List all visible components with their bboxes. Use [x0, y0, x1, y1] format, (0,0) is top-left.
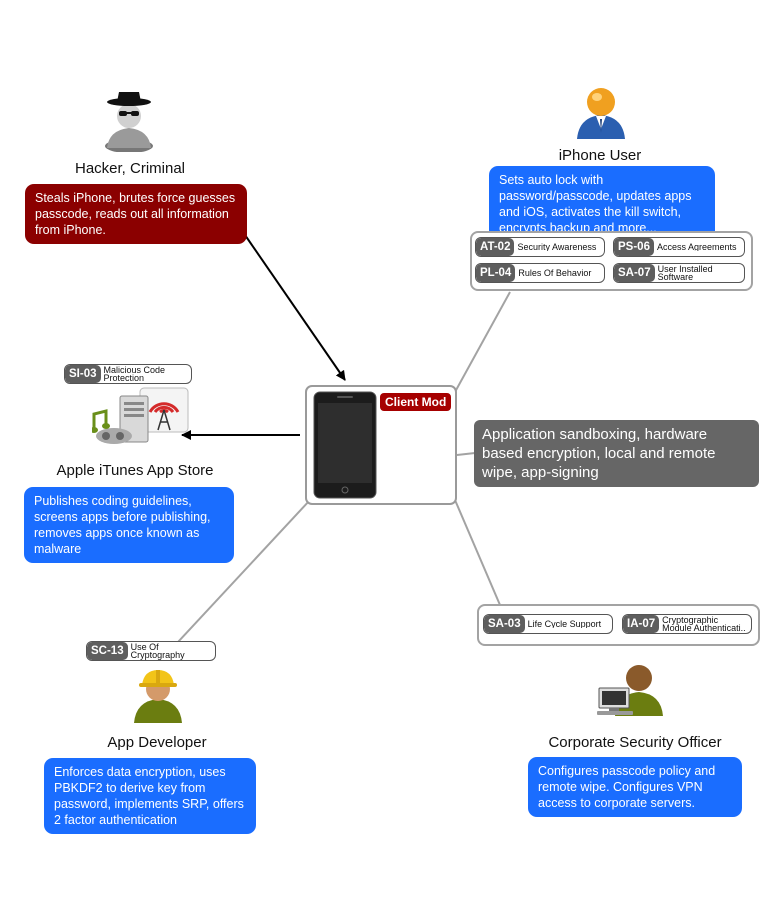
control-name: Rules Of Behavior: [518, 268, 592, 278]
control-name: Access Agreements: [656, 242, 737, 252]
control-code: PL-04: [476, 264, 516, 282]
description-link: [456, 452, 476, 456]
hacker-label: Hacker, Criminal: [74, 160, 186, 177]
control-si-03: SI-03 Malicious Code Protection: [64, 364, 192, 384]
control-code: AT-02: [476, 238, 515, 256]
officer-icon: [597, 665, 663, 716]
developer-link: [177, 499, 311, 643]
control-name: Cryptographic Module Authenticati..: [662, 615, 746, 633]
hacker-attack-arrow: [244, 234, 346, 381]
control-name: User Installed Software: [657, 264, 713, 282]
iphone-user-note: Sets auto lock with password/passcode, u…: [489, 166, 715, 242]
officer-label: Corporate Security Officer: [548, 734, 722, 751]
user-link: [454, 291, 511, 393]
developer-label: App Developer: [107, 734, 207, 751]
control-ps-06: PS-06 Access Agreements: [613, 237, 745, 257]
officer-link: [454, 499, 501, 606]
iphone-icon: [313, 391, 377, 499]
hacker-note: Steals iPhone, brutes force guesses pass…: [25, 184, 247, 244]
control-code: SI-03: [65, 365, 101, 383]
control-name: Use Of Cryptography: [130, 642, 185, 660]
control-code: PS-06: [614, 238, 654, 256]
control-code: SA-07: [614, 264, 655, 282]
control-name: Malicious Code Protection: [103, 365, 166, 383]
control-pl-04: PL-04 Rules Of Behavior: [475, 263, 605, 283]
developer-note: Enforces data encryption, uses PBKDF2 to…: [44, 758, 256, 834]
control-sc-13: SC-13 Use Of Cryptography: [86, 641, 216, 661]
officer-note: Configures passcode policy and remote wi…: [528, 757, 742, 817]
control-at-02: AT-02 Security Awareness: [475, 237, 605, 257]
center-description: Application sandboxing, hardware based e…: [474, 420, 759, 487]
control-code: SC-13: [87, 642, 128, 660]
control-name: Security Awareness: [517, 242, 597, 252]
developer-icon: [134, 670, 182, 723]
control-sa-07: SA-07 User Installed Software: [613, 263, 745, 283]
app-store-label: Apple iTunes App Store: [56, 462, 214, 479]
hacker-icon: [105, 92, 153, 152]
server-icon: [92, 387, 189, 444]
control-ia-07: IA-07 Cryptographic Module Authenticati.…: [622, 614, 752, 634]
user-icon: [577, 88, 625, 139]
control-sa-03: SA-03 Life Cycle Support: [483, 614, 613, 634]
iphone-user-label: iPhone User: [558, 147, 642, 164]
control-code: IA-07: [623, 615, 660, 633]
control-name: Life Cycle Support: [527, 619, 602, 629]
client-mod-badge: Client Mod: [380, 393, 452, 411]
app-store-note: Publishes coding guidelines, screens app…: [24, 487, 234, 563]
control-code: SA-03: [484, 615, 525, 633]
